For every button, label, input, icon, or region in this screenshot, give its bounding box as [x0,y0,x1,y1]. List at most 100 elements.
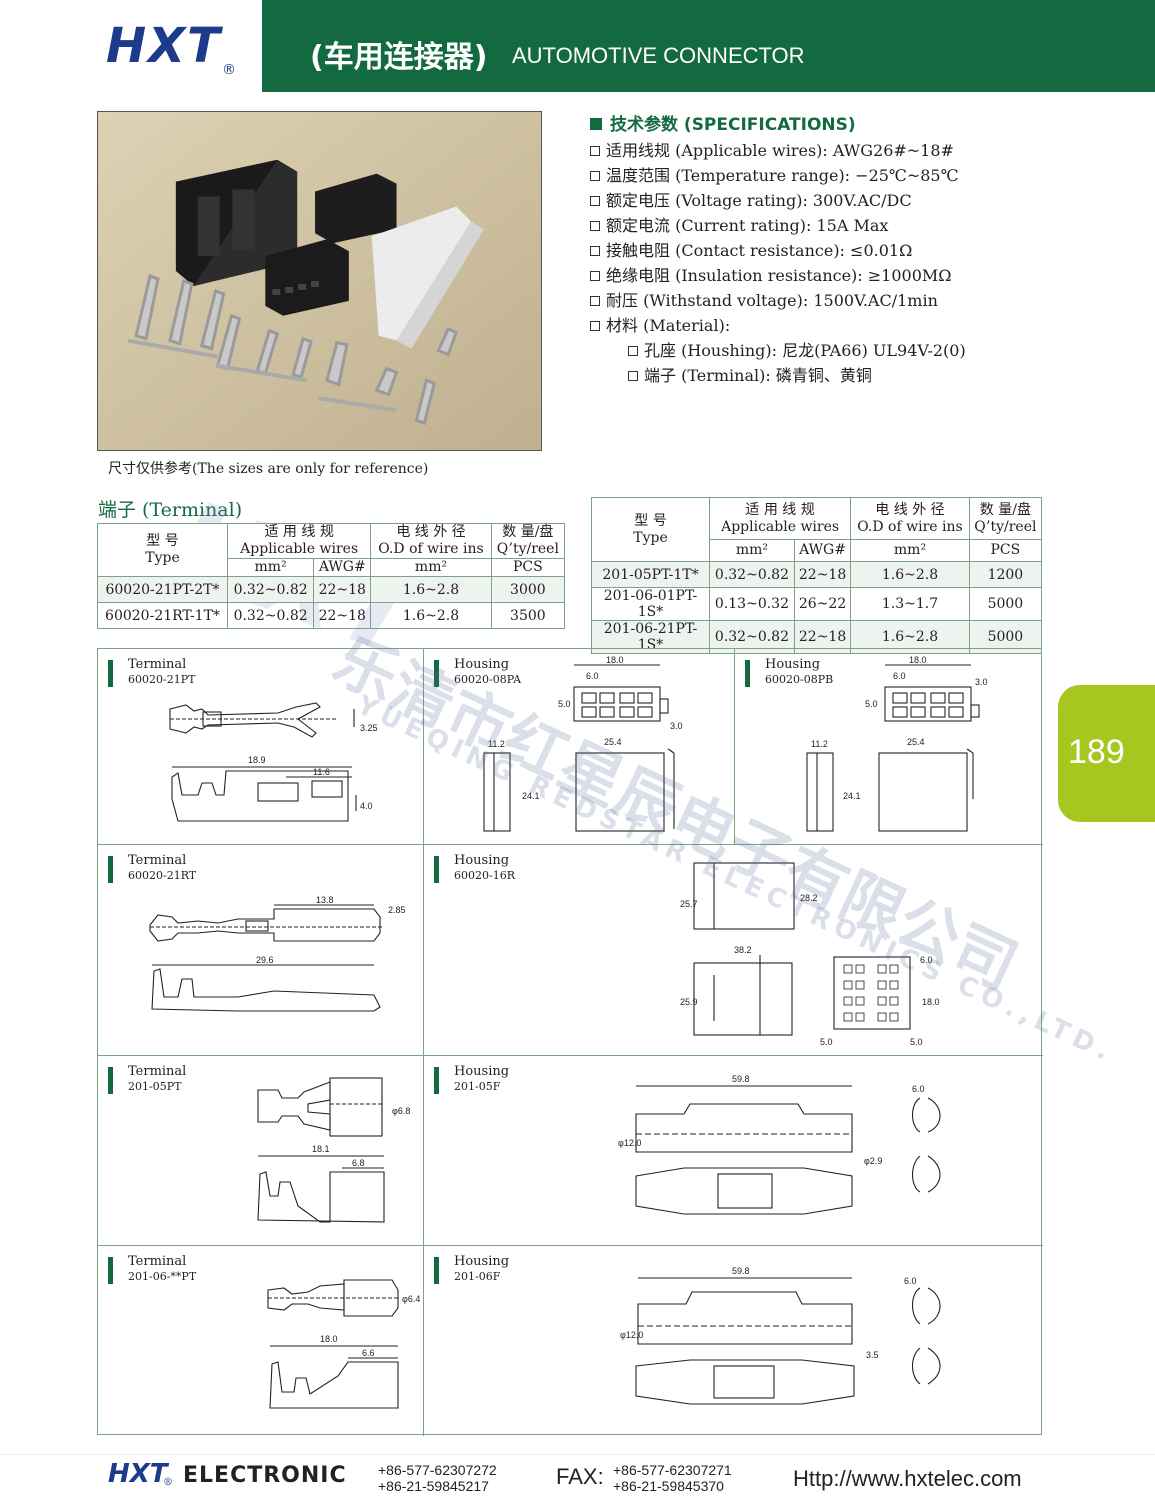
housing-drawing: 18.0 6.0 5.0 3.0 11.2 25.4 24.1 [806,655,988,832]
dim-label: 5.0 [865,699,878,709]
dim-label: φ6.4 [402,1294,420,1304]
cell-type: 201-05PT-1T* [591,561,710,588]
website-link[interactable]: Http://www.hxtelec.com [793,1466,1022,1491]
dim-label: 6.0 [920,955,933,965]
terminal-drawing: 18.0 6.6 φ6.4 [267,1279,420,1409]
unit-mm2: mm² [226,558,315,577]
cell-od: 1.6~2.8 [370,602,492,629]
phone-number: +86-577-62307272 [378,1462,497,1478]
housing-drawing: 59.8 φ12.0 3.5 6.0 [620,1266,941,1405]
fax-number: +86-577-62307271 [613,1462,732,1478]
fax-label: FAX: [556,1464,604,1489]
unit-mm2: mm² [850,539,970,562]
header-en: Q’ty/reel [974,518,1037,535]
cell-qty: 5000 [968,587,1043,621]
dim-label: 59.8 [732,1074,750,1084]
dim-label: 6.0 [912,1084,925,1094]
header-en: Q’ty/reel [496,541,559,557]
label-marker [434,1067,439,1094]
phone-number: +86-21-59845217 [378,1478,489,1494]
dim-label: 5.0 [558,699,571,709]
dim-label: 4.0 [360,801,373,811]
dim-label: 6.0 [893,671,906,681]
dim-label: 18.0 [320,1334,338,1344]
spec-item: 绝缘电阻 (Insulation resistance): ≥1000MΩ [590,263,966,288]
label-model: 201-05F [454,1080,501,1093]
table-row: 60020-21RT-1T* 0.32~0.82 22~18 1.6~2.8 3… [97,602,566,629]
unit-awg: AWG# [793,539,852,562]
label-kind: Housing [454,853,510,868]
cell-mm2: 0.32~0.82 [226,576,315,603]
header-en: O.D of wire ins [857,518,963,535]
dim-label: 3.0 [670,721,683,731]
spec-subitem: 端子 (Terminal): 磷青铜、黄铜 [590,363,966,388]
header-cn: 适 用 线 规 [264,524,334,540]
header-cn: 电 线 外 径 [875,501,945,518]
spec-text: 额定电流 (Current rating): 15A Max [606,216,889,235]
spec-text: 温度范围 (Temperature range): −25℃~85℃ [606,166,959,185]
dim-label: 18.1 [312,1144,330,1154]
footer-phones: +86-577-62307272+86-21-59845217 [378,1462,497,1494]
spec-item: 额定电压 (Voltage rating): 300V.AC/DC [590,188,966,213]
dim-label: 3.25 [360,723,378,733]
dim-label: 59.8 [732,1266,750,1276]
product-photo [97,111,542,451]
label-kind: Housing [454,1064,510,1079]
checkbox-square-icon [590,196,600,206]
unit-pcs: PCS [968,539,1043,562]
cell-qty: 3000 [490,576,566,603]
header-cn: 数 量/盘 [979,501,1031,518]
spec-text: 绝缘电阻 (Insulation resistance): ≥1000MΩ [606,266,952,285]
label-model: 201-06-**PT [128,1270,197,1283]
checkbox-square-icon [590,221,600,231]
cell-type: 60020-21RT-1T* [97,602,228,629]
dim-label: 13.8 [316,895,334,905]
checkbox-square-icon [590,271,600,281]
table-row: 201-05PT-1T* 0.32~0.82 22~18 1.6~2.8 120… [591,561,1043,588]
terminal-drawing: 13.8 2.85 29.6 [149,895,406,1012]
brand-logo: HXT [106,18,222,74]
unit-awg: AWG# [313,558,372,577]
dim-label: 28.2 [800,893,818,903]
header-cn: 适 用 线 规 [745,501,815,518]
spec-text: 接触电阻 (Contact resistance): ≤0.01Ω [606,241,913,260]
terminal-drawing: 18.1 6.8 φ6.8 [257,1077,410,1223]
header-cn: 型 号 [634,512,667,529]
label-kind: Terminal [128,853,187,868]
unit-pcs: PCS [490,558,566,577]
header-cn: 型 号 [146,533,179,549]
checkbox-square-icon [628,371,638,381]
cell-od: 1.6~2.8 [850,561,970,588]
checkbox-square-icon [628,346,638,356]
specs-title-text: 技术参数 (SPECIFICATIONS) [610,115,856,135]
dim-label: 25.4 [604,737,622,747]
spec-item: 耐压 (Withstand voltage): 1500V.AC/1min [590,288,966,313]
dim-label: 6.8 [352,1158,365,1168]
dim-label: 11.2 [811,739,828,749]
dim-label: 25.9 [680,997,698,1007]
dim-label: 24.1 [522,791,540,801]
footer-fax: +86-577-62307271+86-21-59845370 [613,1462,732,1494]
header-en: Applicable wires [240,541,359,557]
header-logo: HXT ® [0,0,262,92]
header-en: Applicable wires [721,518,840,535]
label-model: 201-06F [454,1270,501,1283]
spec-text: 端子 (Terminal): 磷青铜、黄铜 [644,366,872,385]
cell-awg: 22~18 [793,561,852,588]
label-model: 60020-16R [454,869,515,882]
header-cn: 数 量/盘 [502,524,554,540]
checkbox-square-icon [590,246,600,256]
